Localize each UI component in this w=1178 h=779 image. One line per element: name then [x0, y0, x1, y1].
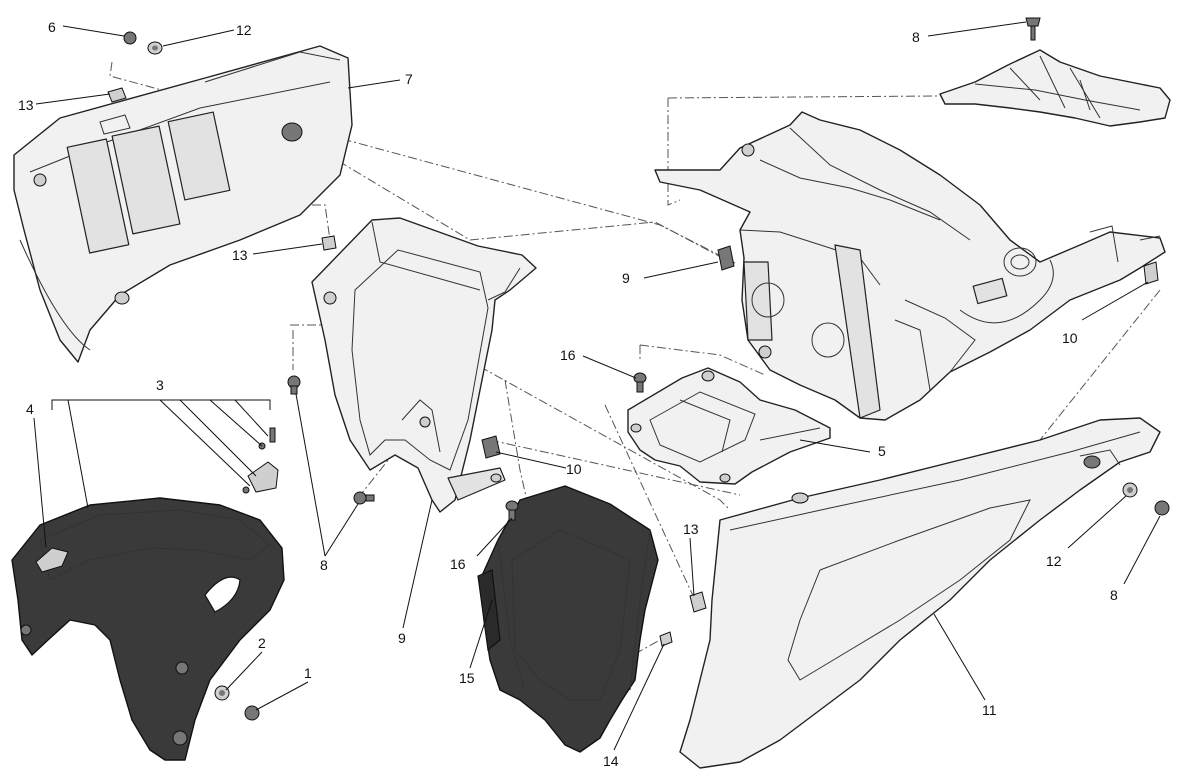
callout-12: 12 — [1046, 553, 1062, 569]
front-mudguard-part-3 — [11, 497, 285, 761]
callout-13: 13 — [232, 247, 248, 263]
callout-4: 4 — [26, 401, 34, 417]
callout-8: 8 — [320, 557, 328, 573]
callout-10: 9 — [622, 270, 630, 286]
callout-11: 11 — [982, 702, 997, 718]
callout-12: 12 — [236, 22, 252, 38]
top-cover-plate — [939, 49, 1171, 127]
callout-9: 9 — [398, 630, 406, 646]
callout-8: 8 — [1110, 587, 1118, 603]
callout-16: 16 — [560, 347, 576, 363]
callout-14: 14 — [603, 753, 619, 769]
callout-labels: 6 12 7 13 13 8 9 10 16 3 4 5 10 13 16 8 … — [18, 19, 1118, 769]
callout-6: 6 — [48, 19, 56, 35]
side-panel-part-7 — [13, 45, 353, 363]
lower-panel-part-11 — [679, 417, 1161, 769]
callout-5: 5 — [878, 443, 886, 459]
frame-bracket-part-9 — [311, 217, 537, 513]
callout-2: 2 — [258, 635, 266, 651]
callout-10: 10 — [566, 461, 582, 477]
callout-3: 3 — [156, 377, 164, 393]
support-plate-part-5 — [627, 367, 831, 485]
callout-8: 8 — [912, 29, 920, 45]
callout-10: 10 — [1062, 330, 1078, 346]
callout-16: 16 — [450, 556, 466, 572]
callout-13: 13 — [683, 521, 699, 537]
leader-lines — [33, 21, 1161, 751]
callout-7: 7 — [405, 71, 413, 87]
hardware-parts — [107, 17, 1170, 721]
subframe-assembly — [654, 111, 1166, 421]
callout-13: 13 — [18, 97, 34, 113]
callout-15: 15 — [459, 670, 475, 686]
callout-1: 1 — [304, 665, 312, 681]
